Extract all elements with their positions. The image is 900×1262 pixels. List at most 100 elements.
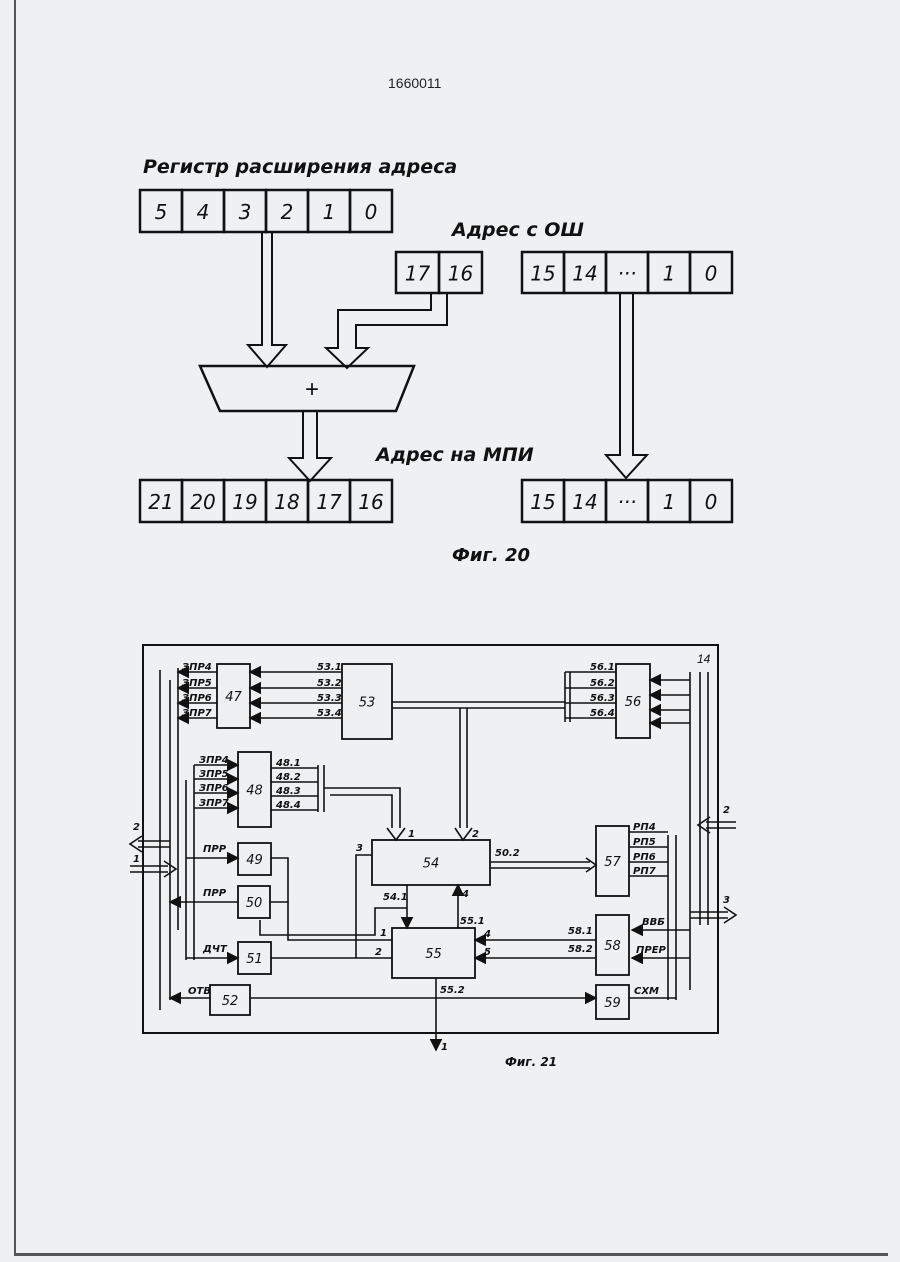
block-56: 56: [616, 664, 650, 738]
block-54: 54: [372, 840, 490, 885]
sig-48-0: ЗПР4: [199, 755, 229, 766]
port-4: 4: [483, 929, 491, 940]
line-56-3: 56.4: [590, 708, 615, 719]
block-53: 53: [342, 664, 392, 739]
bus-high-row: 1716: [396, 252, 482, 293]
sig-vvb: ВВБ: [642, 917, 665, 928]
port-54-1: 1: [408, 829, 415, 840]
line-58-1: 58.1: [568, 926, 593, 937]
block-49: 49: [238, 843, 271, 875]
output-high-row-bit: 19: [232, 490, 257, 514]
block-49-label: 49: [246, 853, 263, 868]
block-47-label: 47: [225, 690, 242, 705]
rp-1: РП5: [633, 837, 656, 848]
port-55-2: 2: [375, 947, 382, 958]
output-low-row-bit: 1: [663, 490, 676, 514]
port-55-1: 1: [380, 928, 387, 939]
bus-low-row-bit: 1: [663, 262, 676, 286]
sig-48-1: ЗПР5: [199, 769, 229, 780]
sig-47-2: ЗПР6: [182, 693, 212, 704]
block-57: 57: [596, 826, 629, 896]
line-48-3: 48.4: [275, 800, 301, 811]
rp-2: РП6: [633, 852, 656, 863]
block-50-label: 50: [246, 896, 263, 911]
line-53-1: 53.2: [317, 678, 342, 689]
block-51-label: 51: [246, 952, 263, 967]
block-53-label: 53: [359, 696, 376, 711]
register-row-bit: 5: [155, 200, 168, 224]
sig-otv: ОТВ: [188, 986, 211, 997]
bus-high-to-adder-arrow: [326, 293, 447, 368]
block-51: 51: [238, 942, 271, 974]
block-57-label: 57: [604, 855, 621, 870]
fig20-registers: 54321017161514···102120191817161514···10: [140, 190, 732, 522]
line-55-1: 55.1: [460, 916, 485, 927]
line-54-1: 54.1: [383, 892, 408, 903]
sig-prr-2: ПРР: [203, 888, 227, 899]
sig-47-0: ЗПР4: [182, 662, 212, 673]
line-53-2: 53.3: [317, 693, 342, 704]
output-high-row-bit: 16: [358, 490, 383, 514]
bus-low-row-bit: 0: [705, 262, 718, 286]
register-row-bit: 4: [197, 200, 210, 224]
adder-to-output-arrow: [289, 411, 331, 481]
output-high-row-bit: 17: [316, 490, 342, 514]
ext-out-1: 1: [441, 1042, 448, 1053]
register-row-bit: 2: [281, 200, 294, 224]
block-55: 55: [392, 928, 475, 978]
line-53-3: 53.4: [317, 708, 342, 719]
block-52: 52: [210, 985, 250, 1015]
output-high-row: 212019181716: [140, 480, 392, 522]
port-55-4: 4: [461, 889, 469, 900]
register-row: 543210: [140, 190, 392, 232]
port-5: 5: [484, 947, 491, 958]
register-row-bit: 1: [323, 200, 336, 224]
line-48-0: 48.1: [275, 758, 301, 769]
line-50-2: 50.2: [495, 848, 520, 859]
block-54-label: 54: [423, 857, 440, 872]
rp-0: РП4: [633, 822, 656, 833]
bus-high-row-bit: 17: [405, 262, 431, 286]
block-50: 50: [238, 886, 270, 918]
port-54-3: 3: [356, 843, 363, 854]
sig-prer: ПРЕР: [636, 945, 667, 956]
line-56-1: 56.2: [590, 678, 615, 689]
line-48-1: 48.2: [275, 772, 301, 783]
output-high-row-bit: 18: [274, 490, 299, 514]
block-59-label: 59: [604, 996, 621, 1011]
sig-shm: СХМ: [634, 986, 659, 997]
line-48-2: 48.3: [275, 786, 301, 797]
block-48-label: 48: [246, 784, 263, 799]
ext-3-right: 3: [723, 895, 730, 906]
block-58-label: 58: [604, 939, 621, 954]
block-47: 47: [217, 664, 250, 728]
frame-label: 14: [697, 652, 711, 666]
port-54-2: 2: [472, 829, 479, 840]
adder-symbol: +: [305, 376, 319, 403]
sig-47-3: ЗПР7: [182, 708, 212, 719]
bus-high-row-bit: 16: [448, 262, 473, 286]
output-low-row-bit: ···: [617, 490, 636, 514]
block-55-label: 55: [425, 947, 442, 962]
sig-47-1: ЗПР5: [182, 678, 212, 689]
ext-2: 2: [133, 822, 140, 833]
bus-low-row-bit: 15: [530, 262, 555, 286]
sig-48-2: ЗПР6: [199, 783, 229, 794]
sig-prr-1: ПРР: [203, 844, 227, 855]
ext-1: 1: [133, 854, 140, 865]
rp-3: РП7: [633, 866, 656, 877]
line-56-0: 56.1: [590, 662, 615, 673]
bus-low-row: 1514···10: [522, 252, 732, 293]
output-low-row-bit: 14: [572, 490, 597, 514]
block-56-label: 56: [625, 695, 642, 710]
block-59: 59: [596, 985, 629, 1019]
output-low-row-bit: 0: [705, 490, 718, 514]
register-row-bit: 0: [365, 200, 378, 224]
sig-dcht: ДЧТ: [202, 944, 228, 955]
bus-low-passthrough-arrow: [606, 293, 647, 478]
sig-48-3: ЗПР7: [199, 798, 229, 809]
register-to-adder-arrow: [248, 232, 286, 367]
line-58-2: 58.2: [568, 944, 593, 955]
block-52-label: 52: [222, 994, 239, 1009]
